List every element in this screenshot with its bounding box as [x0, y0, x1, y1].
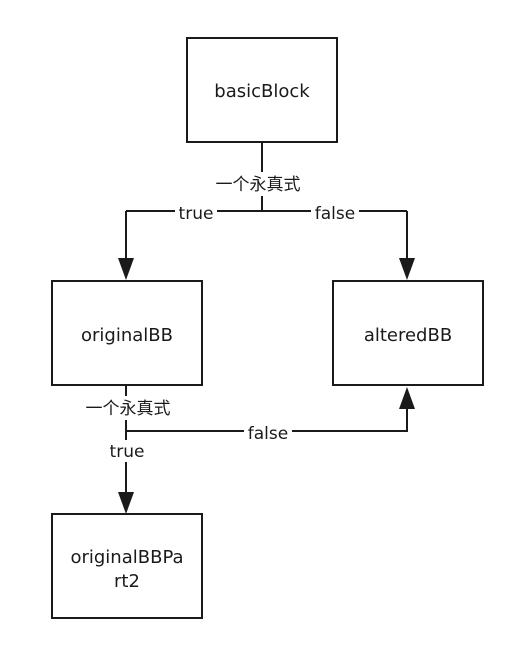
- edge-label-condition-top: 一个永真式: [216, 175, 301, 195]
- edge-false-to-alteredbb-bottom: [126, 405, 408, 432]
- arrowhead-alteredbb-bottom: [399, 387, 415, 409]
- node-basic-block-label: basicBlock: [214, 81, 310, 102]
- node-original-bb-label: originalBB: [81, 325, 173, 346]
- node-original-bb-part2-label-line2: rt2: [114, 571, 140, 592]
- edge-label-true-mid: true: [110, 442, 145, 462]
- edge-label-false-mid: false: [248, 424, 288, 444]
- arrowhead-originalbbpart2: [118, 492, 134, 514]
- node-original-bb[interactable]: originalBB: [51, 280, 203, 386]
- node-altered-bb[interactable]: alteredBB: [332, 280, 484, 386]
- edge-label-true-top: true: [179, 204, 214, 224]
- node-original-bb-part2-label-line1: originalBBPa: [70, 547, 183, 568]
- arrowhead-originalbb: [118, 258, 134, 280]
- arrowhead-alteredbb-top: [399, 258, 415, 280]
- node-basic-block[interactable]: basicBlock: [186, 37, 338, 143]
- node-original-bb-part2[interactable]: originalBBPa rt2: [51, 513, 203, 619]
- edge-label-false-top: false: [315, 204, 355, 224]
- node-altered-bb-label: alteredBB: [364, 325, 452, 346]
- edge-label-condition-mid: 一个永真式: [86, 399, 171, 419]
- edge-labels: 一个永真式 true false 一个永真式 false true: [76, 172, 359, 462]
